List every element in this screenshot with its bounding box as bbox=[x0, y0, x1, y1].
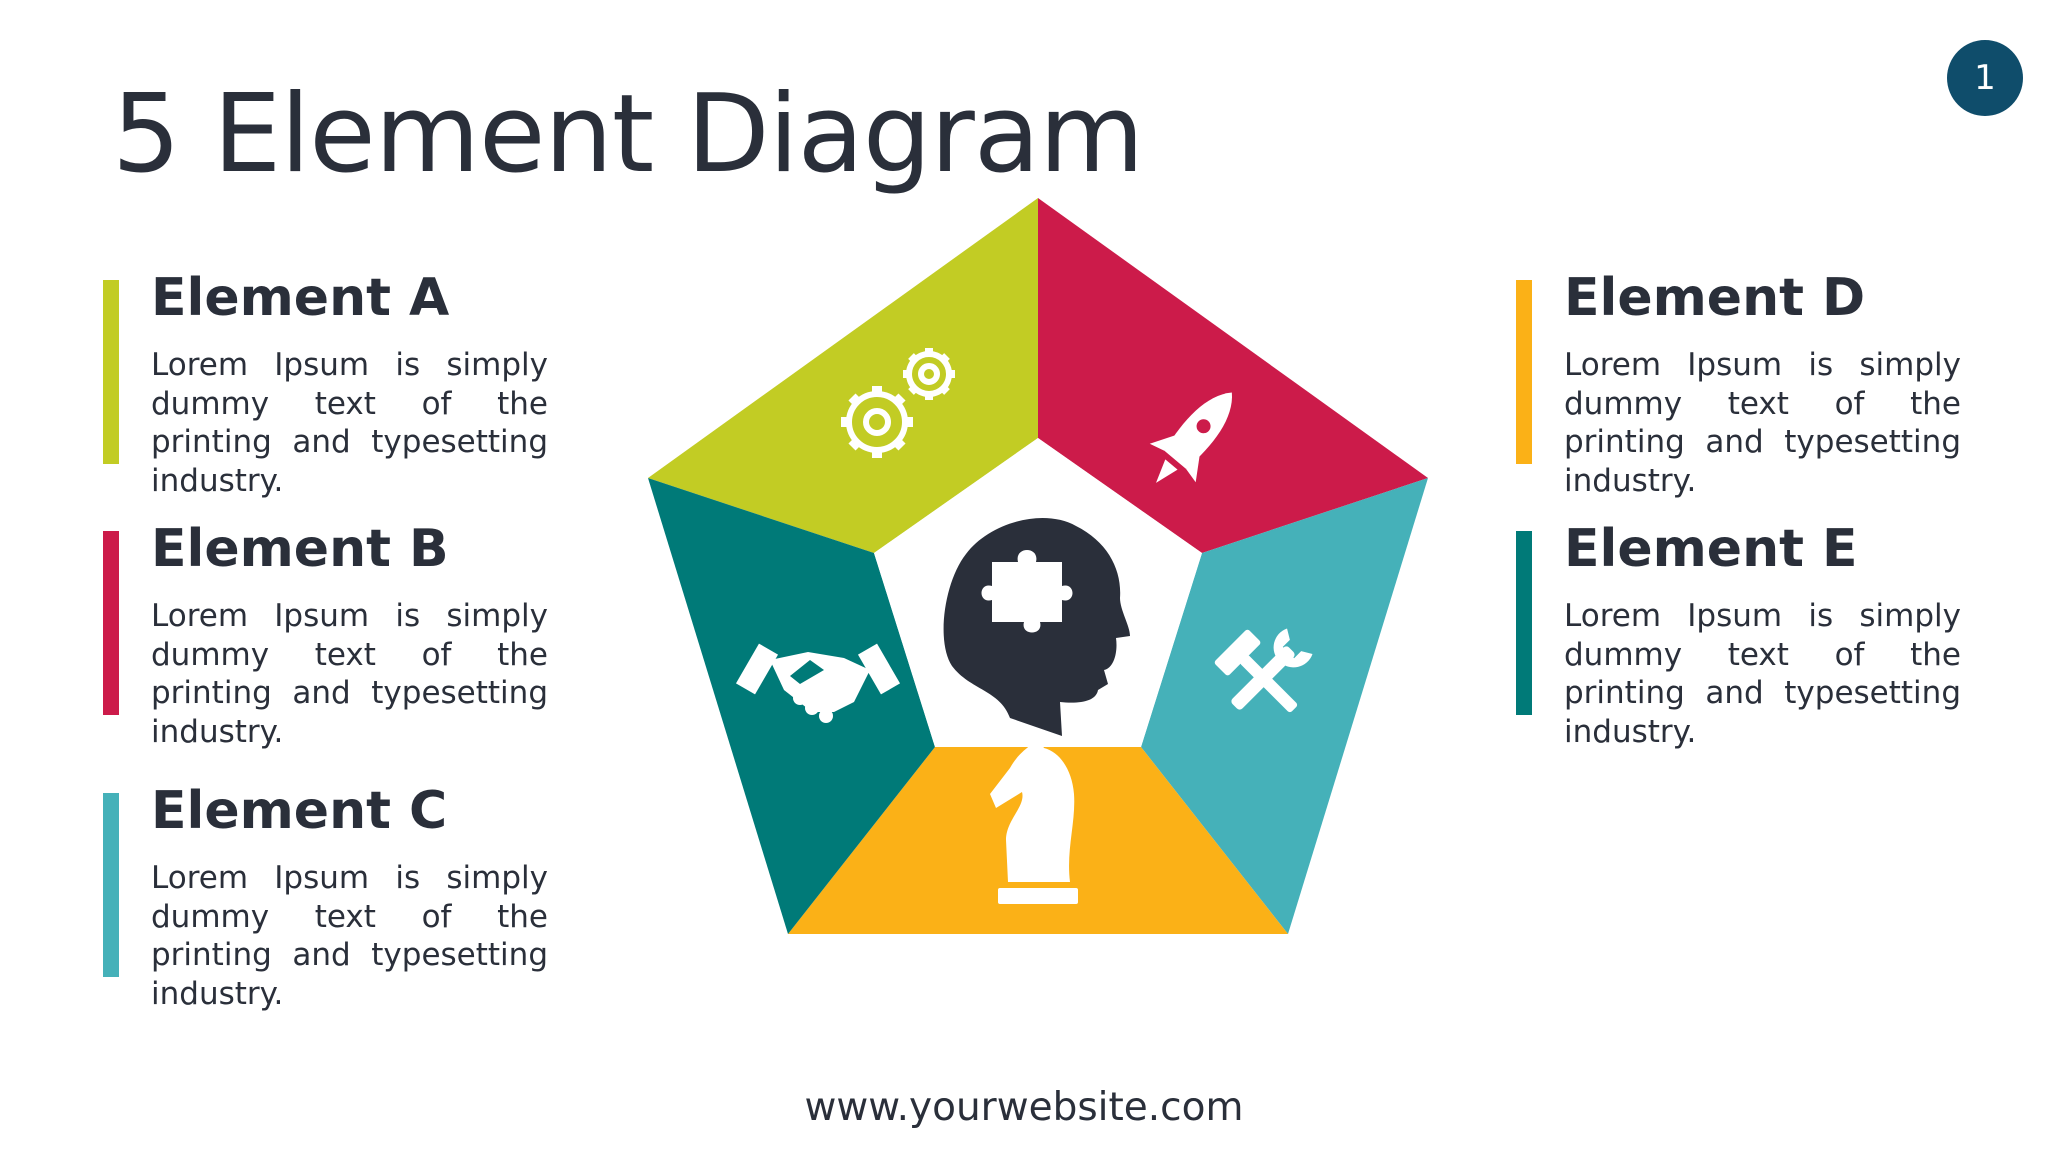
element-c-text: Lorem Ipsum is simply dummy text of the … bbox=[151, 860, 548, 1012]
handshake-icon bbox=[735, 643, 901, 723]
rocket-icon bbox=[1149, 392, 1232, 483]
pentagon-diagram bbox=[648, 198, 1428, 934]
chess-knight-icon bbox=[990, 738, 1078, 904]
element-e-text: Lorem Ipsum is simply dummy text of the … bbox=[1564, 598, 1961, 750]
element-d-color-bar bbox=[1516, 280, 1532, 464]
element-e-color-bar bbox=[1516, 531, 1532, 715]
element-d-heading: Element D bbox=[1564, 268, 1866, 328]
element-a-heading: Element A bbox=[151, 268, 450, 328]
page-title: 5 Element Diagram bbox=[112, 72, 1144, 197]
element-a-color-bar bbox=[103, 280, 119, 464]
website-footer: www.yourwebsite.com bbox=[804, 1085, 1244, 1130]
gears-icon bbox=[841, 348, 955, 458]
element-e-heading: Element E bbox=[1564, 519, 1858, 579]
tools-icon bbox=[1214, 628, 1313, 713]
element-d-text: Lorem Ipsum is simply dummy text of the … bbox=[1564, 347, 1961, 499]
element-c-color-bar bbox=[103, 793, 119, 977]
segment-element-e bbox=[648, 478, 935, 934]
element-b-color-bar bbox=[103, 531, 119, 715]
segment-element-a bbox=[648, 198, 1038, 553]
element-b-heading: Element B bbox=[151, 519, 449, 579]
page-number-badge: 1 bbox=[1947, 40, 2023, 116]
segment-element-b bbox=[1038, 198, 1428, 553]
head-puzzle-icon bbox=[943, 518, 1130, 736]
element-c-heading: Element C bbox=[151, 781, 448, 841]
element-b-text: Lorem Ipsum is simply dummy text of the … bbox=[151, 598, 548, 750]
element-a-text: Lorem Ipsum is simply dummy text of the … bbox=[151, 347, 548, 499]
